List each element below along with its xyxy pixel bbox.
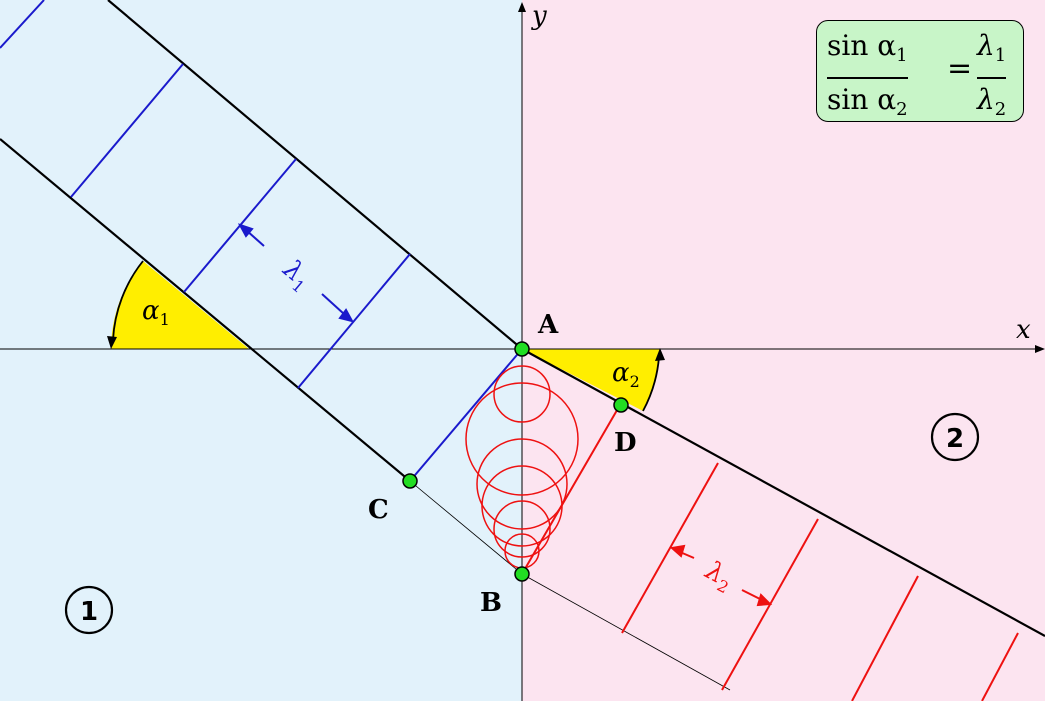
wavelet-4: [481, 465, 563, 547]
wavefront-4: [851, 575, 919, 701]
region-1-label: 1: [80, 597, 98, 627]
formula-numerator-right: λ1: [977, 29, 1007, 66]
angle-alpha2-label: α2: [612, 358, 640, 391]
wavefront-2: [621, 462, 719, 634]
lambda2-arrow-right-head: [756, 593, 773, 607]
point-b-label: B: [480, 588, 502, 618]
y-axis-label: y: [531, 1, 547, 31]
formula-equals: =: [947, 51, 973, 86]
point-d-label: D: [614, 428, 637, 458]
point-c-label: C: [368, 495, 389, 525]
wavefront-4: [297, 253, 411, 389]
huygens-wavelets: [465, 365, 579, 569]
formula-left-fraction: sin α1 sin α2: [827, 29, 908, 127]
point-d: [613, 397, 629, 413]
region-1-marker: [64, 585, 114, 635]
wavelet-1: [493, 365, 551, 423]
angle-alpha1-arrowhead: [107, 336, 117, 349]
formula-fraction-bar-right: [977, 77, 1007, 79]
lambda1-arrow-left-head: [237, 223, 254, 238]
wavefront-5: [981, 632, 1019, 701]
medium-1-region: [0, 0, 522, 701]
x-axis-label: x: [1016, 315, 1031, 345]
wavelet-3: [476, 438, 568, 530]
lambda1-dimension: [237, 223, 354, 323]
incident-beam-lower-edge: [0, 138, 411, 482]
point-c: [402, 473, 418, 489]
wavefront-2: [70, 63, 184, 198]
formula-denominator-right: λ2: [977, 83, 1007, 120]
angle-alpha1-sector: [111, 261, 249, 349]
incident-beam-upper-edge: [107, 0, 523, 350]
wavefront-1: [0, 0, 45, 49]
refracted-beam-upper-edge: [521, 348, 1045, 637]
lambda2-arrow-left-head: [669, 544, 686, 558]
angle-alpha1-label: α1: [142, 296, 170, 329]
point-a-label: A: [537, 310, 559, 340]
snell-law-formula: sin α1 sin α2 = λ1 λ2: [816, 20, 1024, 122]
y-axis-arrow: [518, 2, 526, 12]
point-a: [514, 341, 530, 357]
lambda1-arrow-right-head: [338, 308, 354, 323]
formula-right-fraction: λ1 λ2: [977, 29, 1007, 127]
angle-alpha2-arrowhead: [655, 348, 665, 361]
region-2-label: 2: [946, 424, 964, 454]
line-c-to-b: [409, 480, 523, 575]
wavefront-5: [409, 348, 523, 482]
lambda2-arrow-right-shaft: [741, 589, 763, 601]
wavelet-5: [493, 500, 551, 558]
angle-alpha1-arc: [112, 260, 144, 341]
lambda1-arrow-right-shaft: [321, 293, 345, 315]
formula-denominator-left: sin α2: [827, 83, 908, 120]
region-2-marker: [930, 412, 980, 462]
formula-fraction-bar-left: [827, 77, 908, 79]
refracted-beam-lower-edge: [521, 573, 731, 691]
x-axis-arrow: [1035, 345, 1045, 353]
lambda2-dimension: [669, 544, 773, 607]
formula-numerator-left: sin α1: [827, 29, 908, 66]
angle-alpha2-sector: [522, 349, 660, 411]
points: [402, 341, 629, 582]
point-b: [514, 566, 530, 582]
wavelet-2: [465, 382, 579, 496]
